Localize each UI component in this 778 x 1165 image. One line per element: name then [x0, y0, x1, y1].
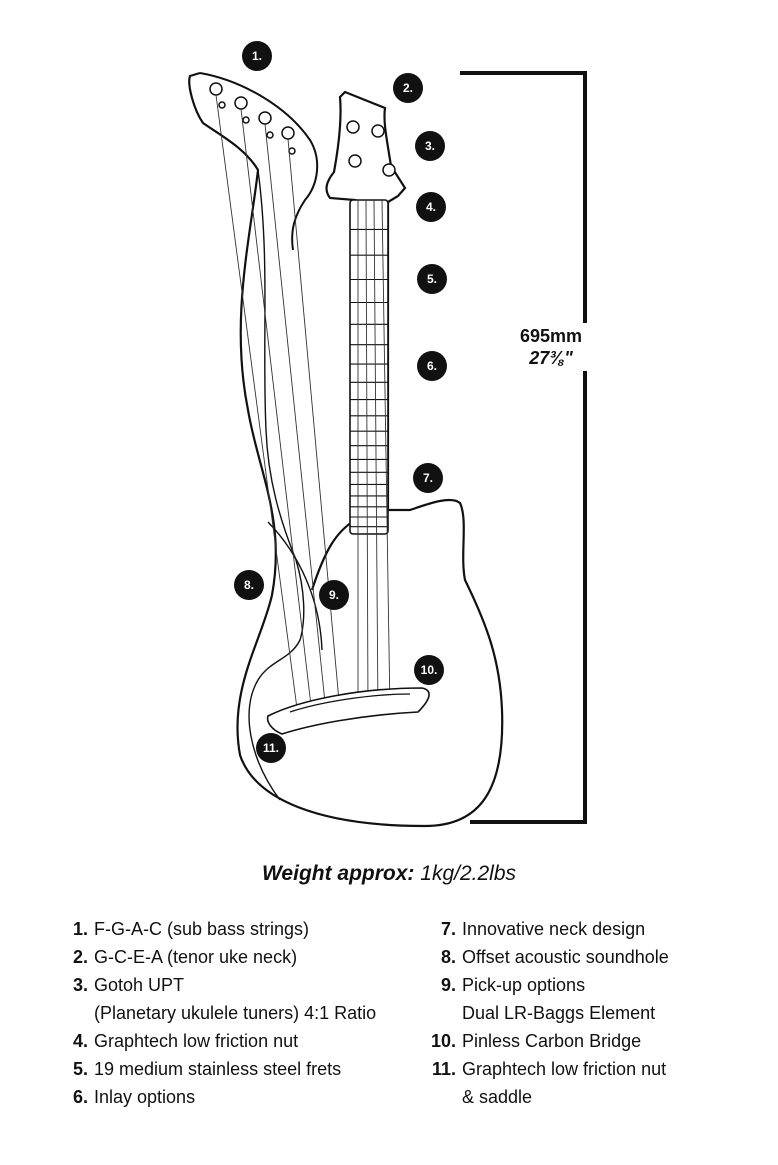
legend-number: 8. — [440, 947, 456, 967]
legend-number: 3. — [72, 975, 88, 995]
legend-number: 6. — [72, 1087, 88, 1107]
legend-number: 9. — [440, 975, 456, 995]
dimension-mm: 695mm — [519, 326, 583, 346]
callout-7: 7. — [413, 463, 443, 493]
legend-left-column: 1. F-G-A-C (sub bass strings) 2. G-C-E-A (… — [52, 915, 412, 1111]
callout-4: 4. — [416, 192, 446, 222]
legend-text: Pinless Carbon Bridge — [462, 1031, 642, 1051]
instrument-diagram: 1. 2. 3. 4. 5. 6. 7. 8. 9. 10. 11. 695mm… — [188, 41, 597, 828]
legend-number: 5. — [72, 1059, 88, 1079]
dimension-label: 695mm 27⅜" — [505, 323, 597, 371]
tenor-tuners — [346, 120, 396, 177]
bass-arm — [199, 72, 319, 251]
legend-item: 7. Innovative neck design — [420, 915, 760, 943]
legend-text: Innovative neck design — [462, 919, 646, 939]
legend-item: 3. Gotoh UPT (Planetary ukulele tuners) 4:… — [52, 971, 412, 1027]
legend-number: 1. — [72, 919, 88, 939]
legend-item: 2. G-C-E-A (tenor uke neck) — [52, 943, 412, 971]
strings — [215, 94, 391, 717]
legend-number: 4. — [72, 1031, 88, 1051]
legend-text: Graphtech low friction nut — [462, 1059, 667, 1079]
callout-2: 2. — [393, 73, 423, 103]
legend-item: 1. F-G-A-C (sub bass strings) — [52, 915, 412, 943]
callout-6: 6. — [417, 351, 447, 381]
callout-9: 9. — [319, 580, 349, 610]
legend-item: 10. Pinless Carbon Bridge — [420, 1027, 760, 1055]
callout-5: 5. — [417, 264, 447, 294]
legend-text: Gotoh UPT — [94, 975, 185, 995]
legend-text: (Planetary ukulele tuners) 4:1 Ratio — [94, 1003, 377, 1023]
legend-number: 11. — [431, 1059, 456, 1079]
legend-text: Inlay options — [94, 1087, 196, 1107]
bass-tuners — [209, 82, 296, 155]
soundhole-contour — [267, 521, 323, 651]
frets — [350, 228, 388, 528]
callout-10: 10. — [414, 655, 444, 685]
legend-text: Dual LR-Baggs Element — [462, 1003, 656, 1023]
legend-number: 10. — [430, 1031, 456, 1051]
legend-item: 11. Graphtech low friction nut & saddle — [420, 1055, 760, 1111]
legend-number: 2. — [72, 947, 88, 967]
legend-item: 6. Inlay options — [52, 1083, 412, 1111]
legend-item: 5. 19 medium stainless steel frets — [52, 1055, 412, 1083]
arm-contour — [248, 169, 305, 801]
instrument-drawing — [188, 71, 587, 828]
callout-8: 8. — [234, 570, 264, 600]
weight-label: Weight approx: — [261, 862, 415, 885]
dimension-inches: 27⅜" — [529, 348, 573, 368]
callout-11: 11. — [256, 733, 286, 763]
legend-text: 19 medium stainless steel frets — [94, 1059, 342, 1079]
callout-1: 1. — [242, 41, 272, 71]
weight-value: 1kg/2.2lbs — [420, 862, 517, 885]
legend-text: Graphtech low friction nut — [94, 1031, 299, 1051]
saddle — [289, 693, 411, 713]
legend-text: Pick-up options — [462, 975, 586, 995]
weight-line: Weight approx: 1kg/2.2lbs — [0, 862, 778, 886]
callout-3: 3. — [415, 131, 445, 161]
legend-number: 7. — [440, 919, 456, 939]
bridge — [266, 687, 430, 735]
legend-text: Offset acoustic soundhole — [462, 947, 669, 967]
legend-item: 4. Graphtech low friction nut — [52, 1027, 412, 1055]
legend-text: G-C-E-A (tenor uke neck) — [94, 947, 298, 967]
dimension-bracket — [460, 71, 587, 824]
fretboard — [349, 199, 389, 535]
legend-right-column: 7. Innovative neck design 8. Offset acoust… — [420, 915, 760, 1111]
body-outline — [188, 71, 504, 828]
legend-text: & saddle — [462, 1087, 533, 1107]
legend-text: F-G-A-C (sub bass strings) — [94, 919, 310, 939]
legend-item: 8. Offset acoustic soundhole — [420, 943, 760, 971]
